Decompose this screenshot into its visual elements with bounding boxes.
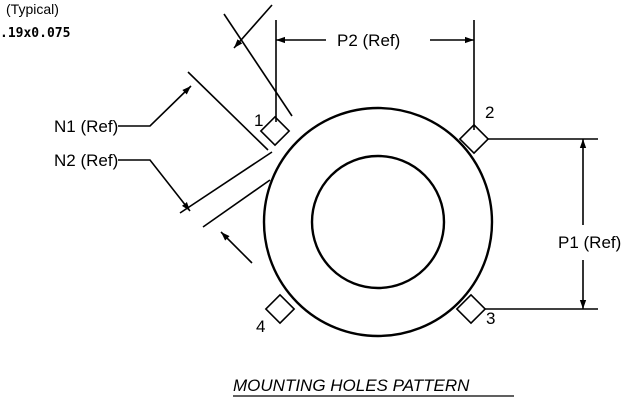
outer-circle [262,106,494,338]
hole-1-square [259,115,291,147]
inner-circle [310,154,446,290]
note-hole-size: .19x0.075 [0,26,70,41]
n2-extension-upper [179,151,273,214]
n1-leader [118,85,192,127]
top-leader-arrow [233,4,273,49]
note-typical: (Typical) [6,1,59,17]
n2-leader [118,159,191,212]
n1-label: N1 (Ref) [54,117,118,136]
hole-1-label: 1 [254,111,263,130]
hole-2-label: 2 [485,103,494,122]
diagram-caption: MOUNTING HOLES PATTERN [233,376,470,395]
n2-label: N2 (Ref) [54,151,118,170]
n2-extension-lower [202,179,271,228]
p2-label: P2 (Ref) [337,31,400,50]
hole-2-square [458,123,490,155]
hole-3-square [455,293,487,325]
hole-4-square [264,293,296,325]
hole-4-label: 4 [256,317,265,336]
p1-label: P1 (Ref) [558,233,621,252]
hole-1-diagonal-extension [223,13,293,117]
hole-3-label: 3 [486,309,495,328]
n1-extension-line [187,71,269,151]
n2-lower-arrow [220,231,253,264]
